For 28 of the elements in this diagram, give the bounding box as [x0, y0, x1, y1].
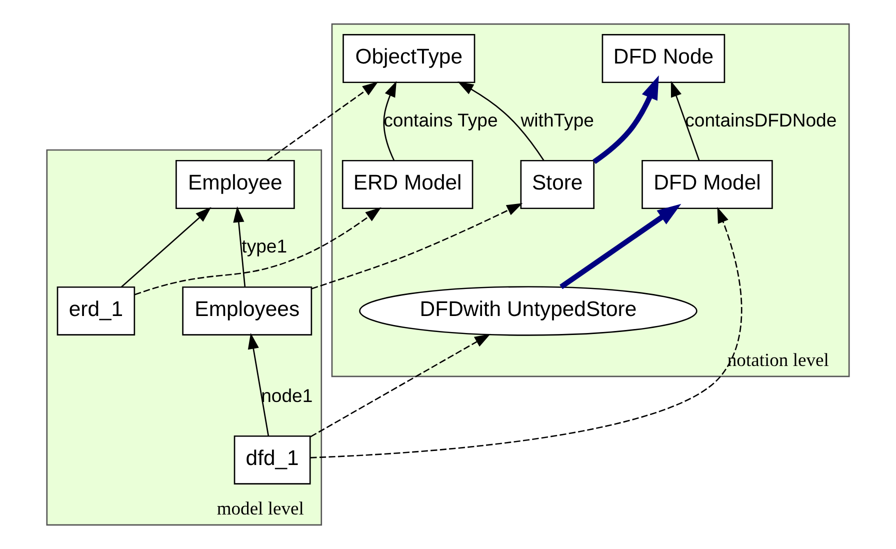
arrow	[560, 204, 682, 290]
arrow	[233, 206, 246, 287]
edge-label: contains Type	[384, 109, 498, 130]
node-box: Store	[520, 160, 595, 210]
arrow	[592, 75, 659, 164]
edge-label: type1	[242, 235, 288, 256]
arrow	[310, 207, 742, 458]
arrow	[310, 334, 491, 438]
arrow	[670, 80, 700, 161]
arrow	[134, 207, 382, 296]
node-box: ObjectType	[342, 34, 476, 84]
edge-label: node1	[261, 384, 313, 406]
edge-label: containsDFDNode	[685, 109, 837, 130]
node-box: Employee	[176, 160, 295, 210]
node-box: dfd_1	[234, 435, 311, 484]
node-box: Employees	[182, 286, 312, 336]
arrow	[458, 82, 544, 161]
node-box: DFD Model	[642, 160, 773, 210]
node-box: DFD Node	[602, 34, 726, 84]
arrow	[266, 82, 378, 162]
node-ellipse: DFDwith UntypedStore	[359, 286, 698, 336]
arrow	[121, 207, 212, 288]
node-box: ERD Model	[342, 160, 474, 210]
node-box: erd_1	[56, 286, 136, 336]
arrow	[383, 80, 397, 160]
edge-label: withType	[520, 109, 594, 130]
arrow	[311, 203, 523, 290]
arrow	[248, 333, 270, 436]
